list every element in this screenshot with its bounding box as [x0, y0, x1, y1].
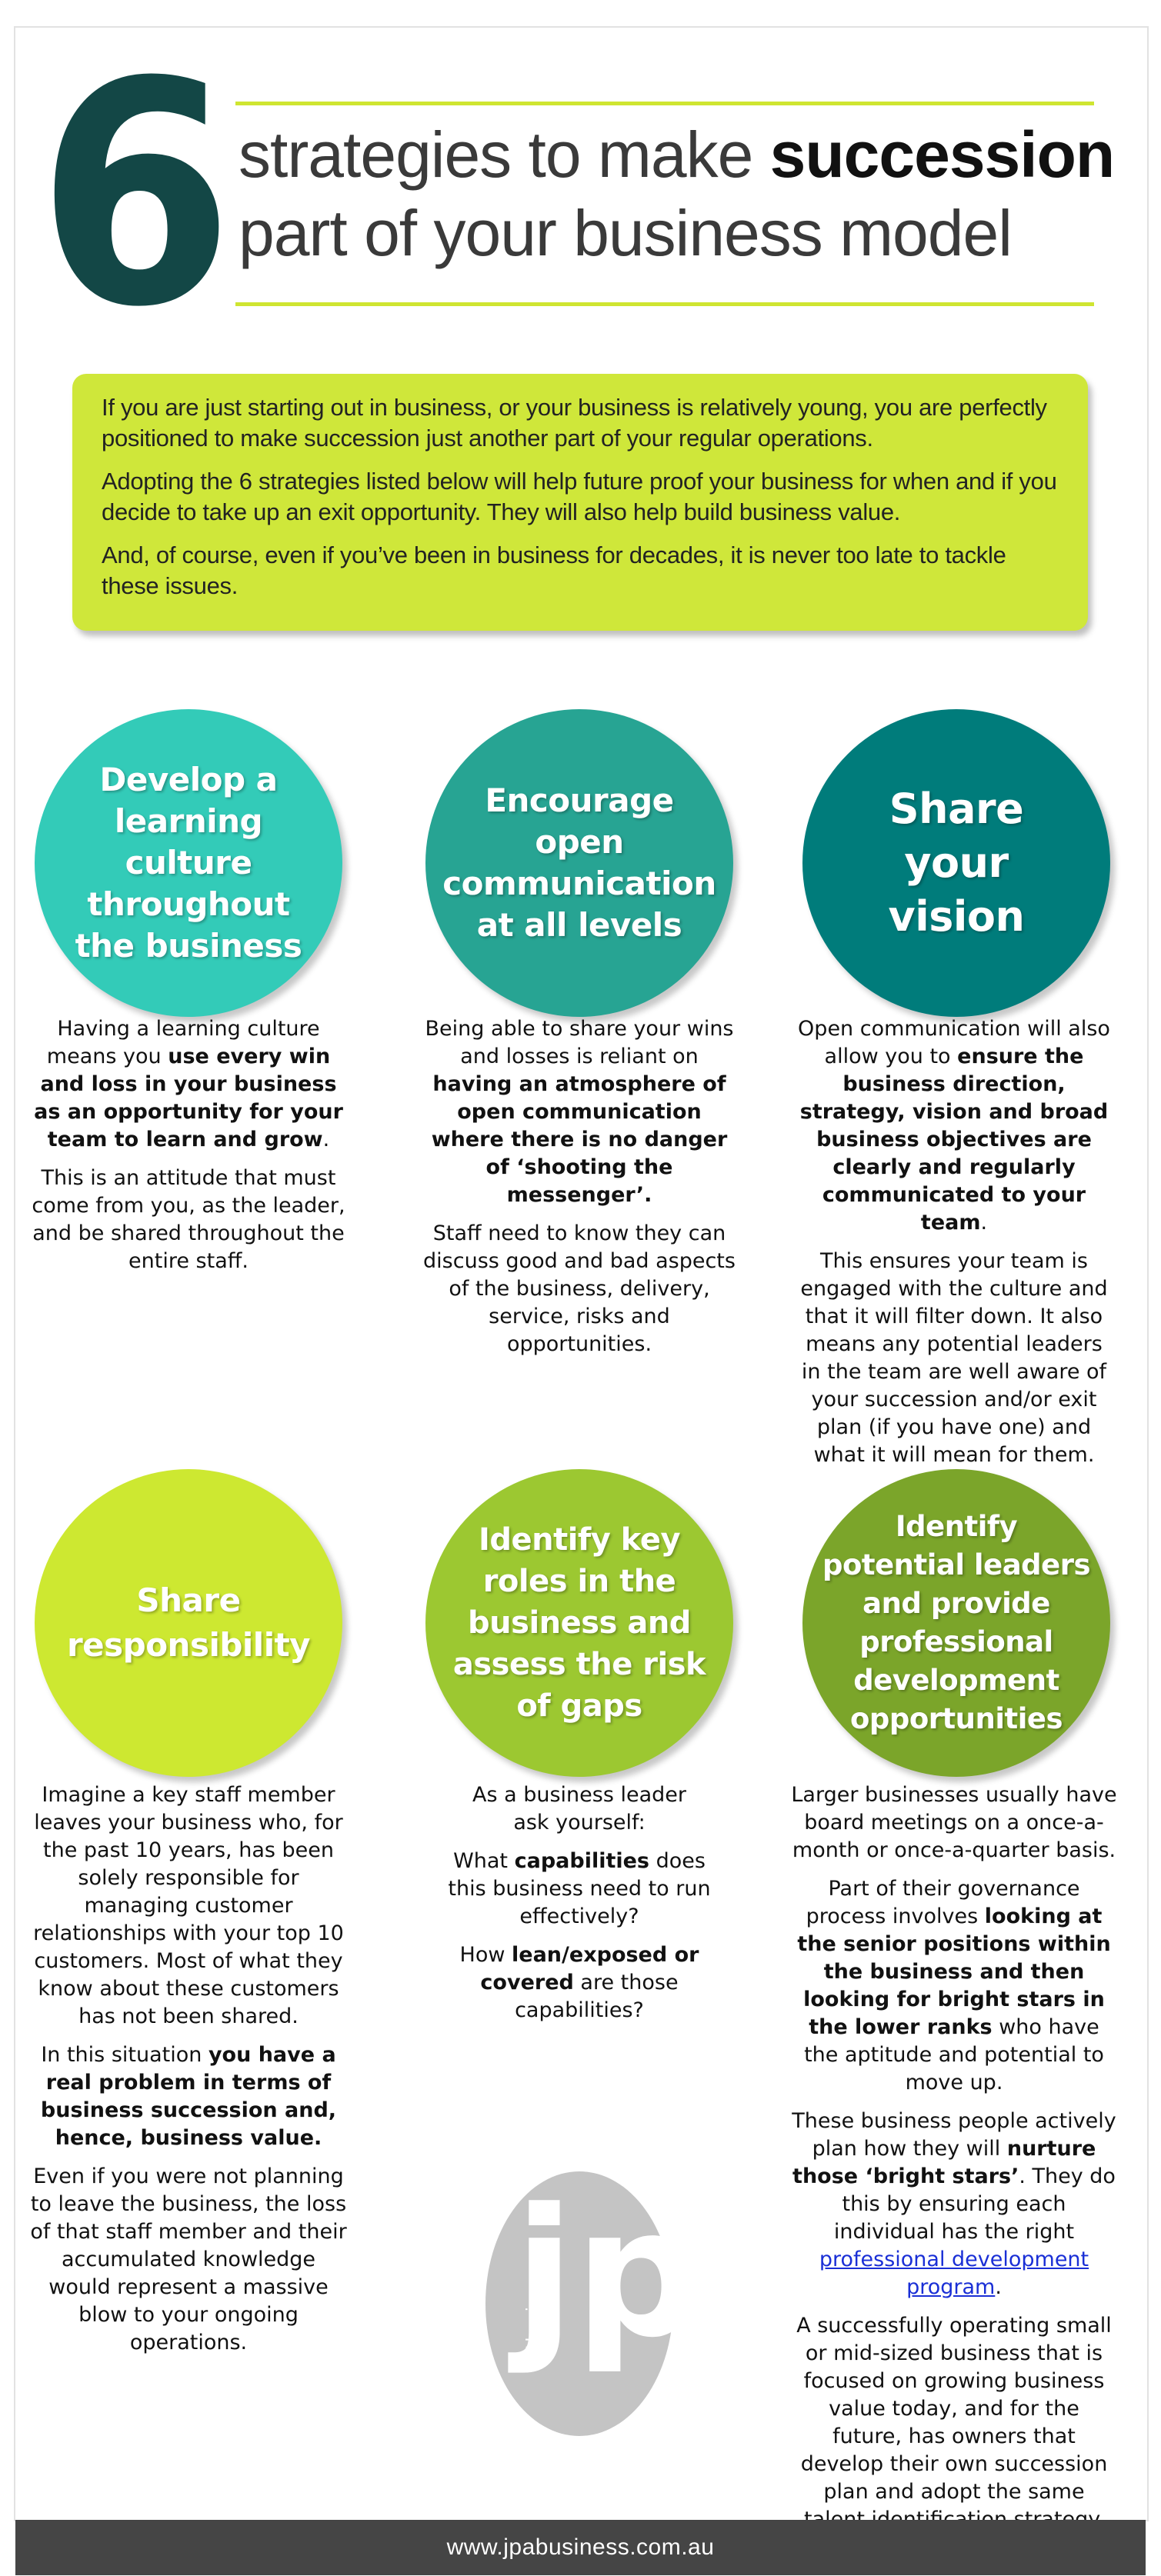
strategy-1-text: Having a learning culture means you use … — [29, 1015, 348, 1286]
strategy-6-p2-bold: looking at the senior positions within t… — [797, 1905, 1111, 2039]
professional-development-link[interactable]: professional development program — [819, 2248, 1089, 2299]
strategy-1-p1-plain: Having a learning culture means you — [46, 1017, 320, 1068]
strategy-1-heading: Develop a learning culture throughout th… — [75, 761, 302, 965]
strategy-2-text: Being able to share your wins and losses… — [420, 1015, 739, 1369]
strategy-5-p3-plain: How — [459, 1943, 512, 1967]
big-number-six: 6 — [37, 17, 234, 375]
strategy-5-p3-end: are those capabilities? — [515, 1971, 679, 2022]
strategy-1-p1-end: . — [322, 1128, 330, 1151]
strategy-1-circle: Develop a learning culture throughout th… — [35, 709, 342, 1017]
page-title: strategies to make succession part of yo… — [239, 115, 1115, 272]
footer-bar: www.jpabusiness.com.au — [15, 2520, 1146, 2575]
strategy-6-text: Larger businesses usually have board mee… — [791, 1781, 1117, 2544]
strategy-3-heading: Share your vision — [888, 785, 1025, 941]
strategy-3-paragraph-2: This ensures your team is engaged with t… — [800, 1249, 1108, 1467]
strategy-5-text: As a business leader ask yourself: What … — [420, 1781, 739, 2035]
strategy-5-p2-end: does this business need to run effective… — [448, 1849, 711, 1928]
strategy-5-p3-bold: lean/exposed or covered — [480, 1943, 699, 1994]
strategy-4-heading: Share responsibility — [66, 1581, 311, 1664]
strategy-5-p2-bold: capabilities — [514, 1849, 650, 1873]
strategy-2-p1-bold: having an atmosphere of open communicati… — [431, 1072, 728, 1207]
strategy-4-p2-plain: In this situation — [41, 2043, 209, 2067]
strategy-1-paragraph-2: This is an attitude that must come from … — [32, 1166, 345, 1273]
strategy-4-circle: Share responsibility — [35, 1469, 342, 1777]
strategy-5-heading: Identify key roles in the business and a… — [452, 1522, 706, 1724]
strategy-5-paragraph-1: As a business leader ask yourself: — [472, 1783, 686, 1835]
strategy-1-p1-bold: use every win and loss in your business … — [34, 1045, 343, 1151]
logo-letters: jp — [508, 2171, 676, 2377]
logo-wordmark: JPAbusiness — [524, 2268, 543, 2369]
header-rule-bottom — [235, 302, 1094, 306]
strategy-2-paragraph-1: Being able to share your wins and losses… — [420, 1015, 739, 1209]
strategy-6-paragraph-3: These business people actively plan how … — [791, 2108, 1117, 2301]
intro-box: If you are just starting out in business… — [72, 374, 1088, 631]
strategy-6-paragraph-2: Part of their governance process involve… — [791, 1875, 1117, 2097]
strategy-6-p3-mid: . They do this by ensuring each individu… — [833, 2164, 1116, 2244]
strategy-3-paragraph-1: Open communication will also allow you t… — [795, 1015, 1113, 1237]
strategy-1-paragraph-1: Having a learning culture means you use … — [29, 1015, 348, 1154]
strategy-3-p1-bold: ensure the business direction, strategy,… — [799, 1045, 1109, 1235]
logo-oval — [485, 2171, 673, 2436]
strategy-6-p3-bold: nurture those ‘bright stars’ — [792, 2137, 1096, 2188]
strategy-6-heading: Identify potential leaders and provide p… — [822, 1510, 1091, 1735]
strategy-3-p1-end: . — [980, 1211, 988, 1235]
jpa-business-logo: jp JPAbusiness — [485, 2171, 676, 2436]
strategy-6-p3-end: . — [995, 2275, 1002, 2299]
strategy-2-circle: Encourage open communication at all leve… — [425, 709, 733, 1017]
title-line1-bold: succession — [769, 118, 1116, 191]
strategy-3-p1-plain: Open communication will also allow you t… — [798, 1017, 1110, 1068]
strategy-5-paragraph-3: How lean/exposed or covered are those ca… — [420, 1941, 739, 2024]
strategy-6-paragraph-1: Larger businesses usually have board mee… — [791, 1783, 1117, 1862]
strategy-4-paragraph-2: In this situation you have a real proble… — [29, 2041, 348, 2152]
strategy-3-circle: Share your vision — [802, 709, 1110, 1017]
strategy-2-paragraph-2: Staff need to know they can discuss good… — [423, 1221, 736, 1356]
strategy-4-paragraph-1: Imagine a key staff member leaves your b… — [33, 1783, 344, 2028]
strategy-6-paragraph-4: A successfully operating small or mid-si… — [796, 2314, 1112, 2531]
intro-paragraph-2: Adopting the 6 strategies listed below w… — [102, 468, 1057, 525]
strategy-5-paragraph-2: What capabilities does this business nee… — [420, 1848, 739, 1931]
strategy-6-p2-end: who have the aptitude and potential to m… — [804, 2015, 1104, 2094]
strategy-6-p2-plain: Part of their governance process involve… — [806, 1877, 1080, 1928]
strategy-4-p2-bold: you have a real problem in terms of busi… — [40, 2043, 337, 2150]
strategy-5-circle: Identify key roles in the business and a… — [425, 1469, 733, 1777]
strategy-4-paragraph-3: Even if you were not planning to leave t… — [30, 2164, 347, 2354]
strategy-6-circle: Identify potential leaders and provide p… — [802, 1469, 1110, 1777]
footer-url[interactable]: www.jpabusiness.com.au — [446, 2534, 715, 2560]
strategy-4-text: Imagine a key staff member leaves your b… — [29, 1781, 348, 2368]
intro-paragraph-3: And, of course, even if you’ve been in b… — [102, 542, 1006, 599]
strategy-2-p1-plain: Being able to share your wins and losses… — [425, 1017, 734, 1068]
header-rule-top — [235, 102, 1094, 105]
intro-paragraph-1: If you are just starting out in business… — [102, 394, 1047, 452]
title-line1-plain: strategies to make — [239, 118, 770, 191]
strategy-2-heading: Encourage open communication at all leve… — [442, 781, 716, 944]
strategy-5-p2-plain: What — [453, 1849, 515, 1873]
strategy-6-p3-plain: These business people actively plan how … — [792, 2109, 1116, 2161]
title-line2: part of your business model — [239, 197, 1013, 269]
strategy-3-text: Open communication will also allow you t… — [795, 1015, 1113, 1480]
